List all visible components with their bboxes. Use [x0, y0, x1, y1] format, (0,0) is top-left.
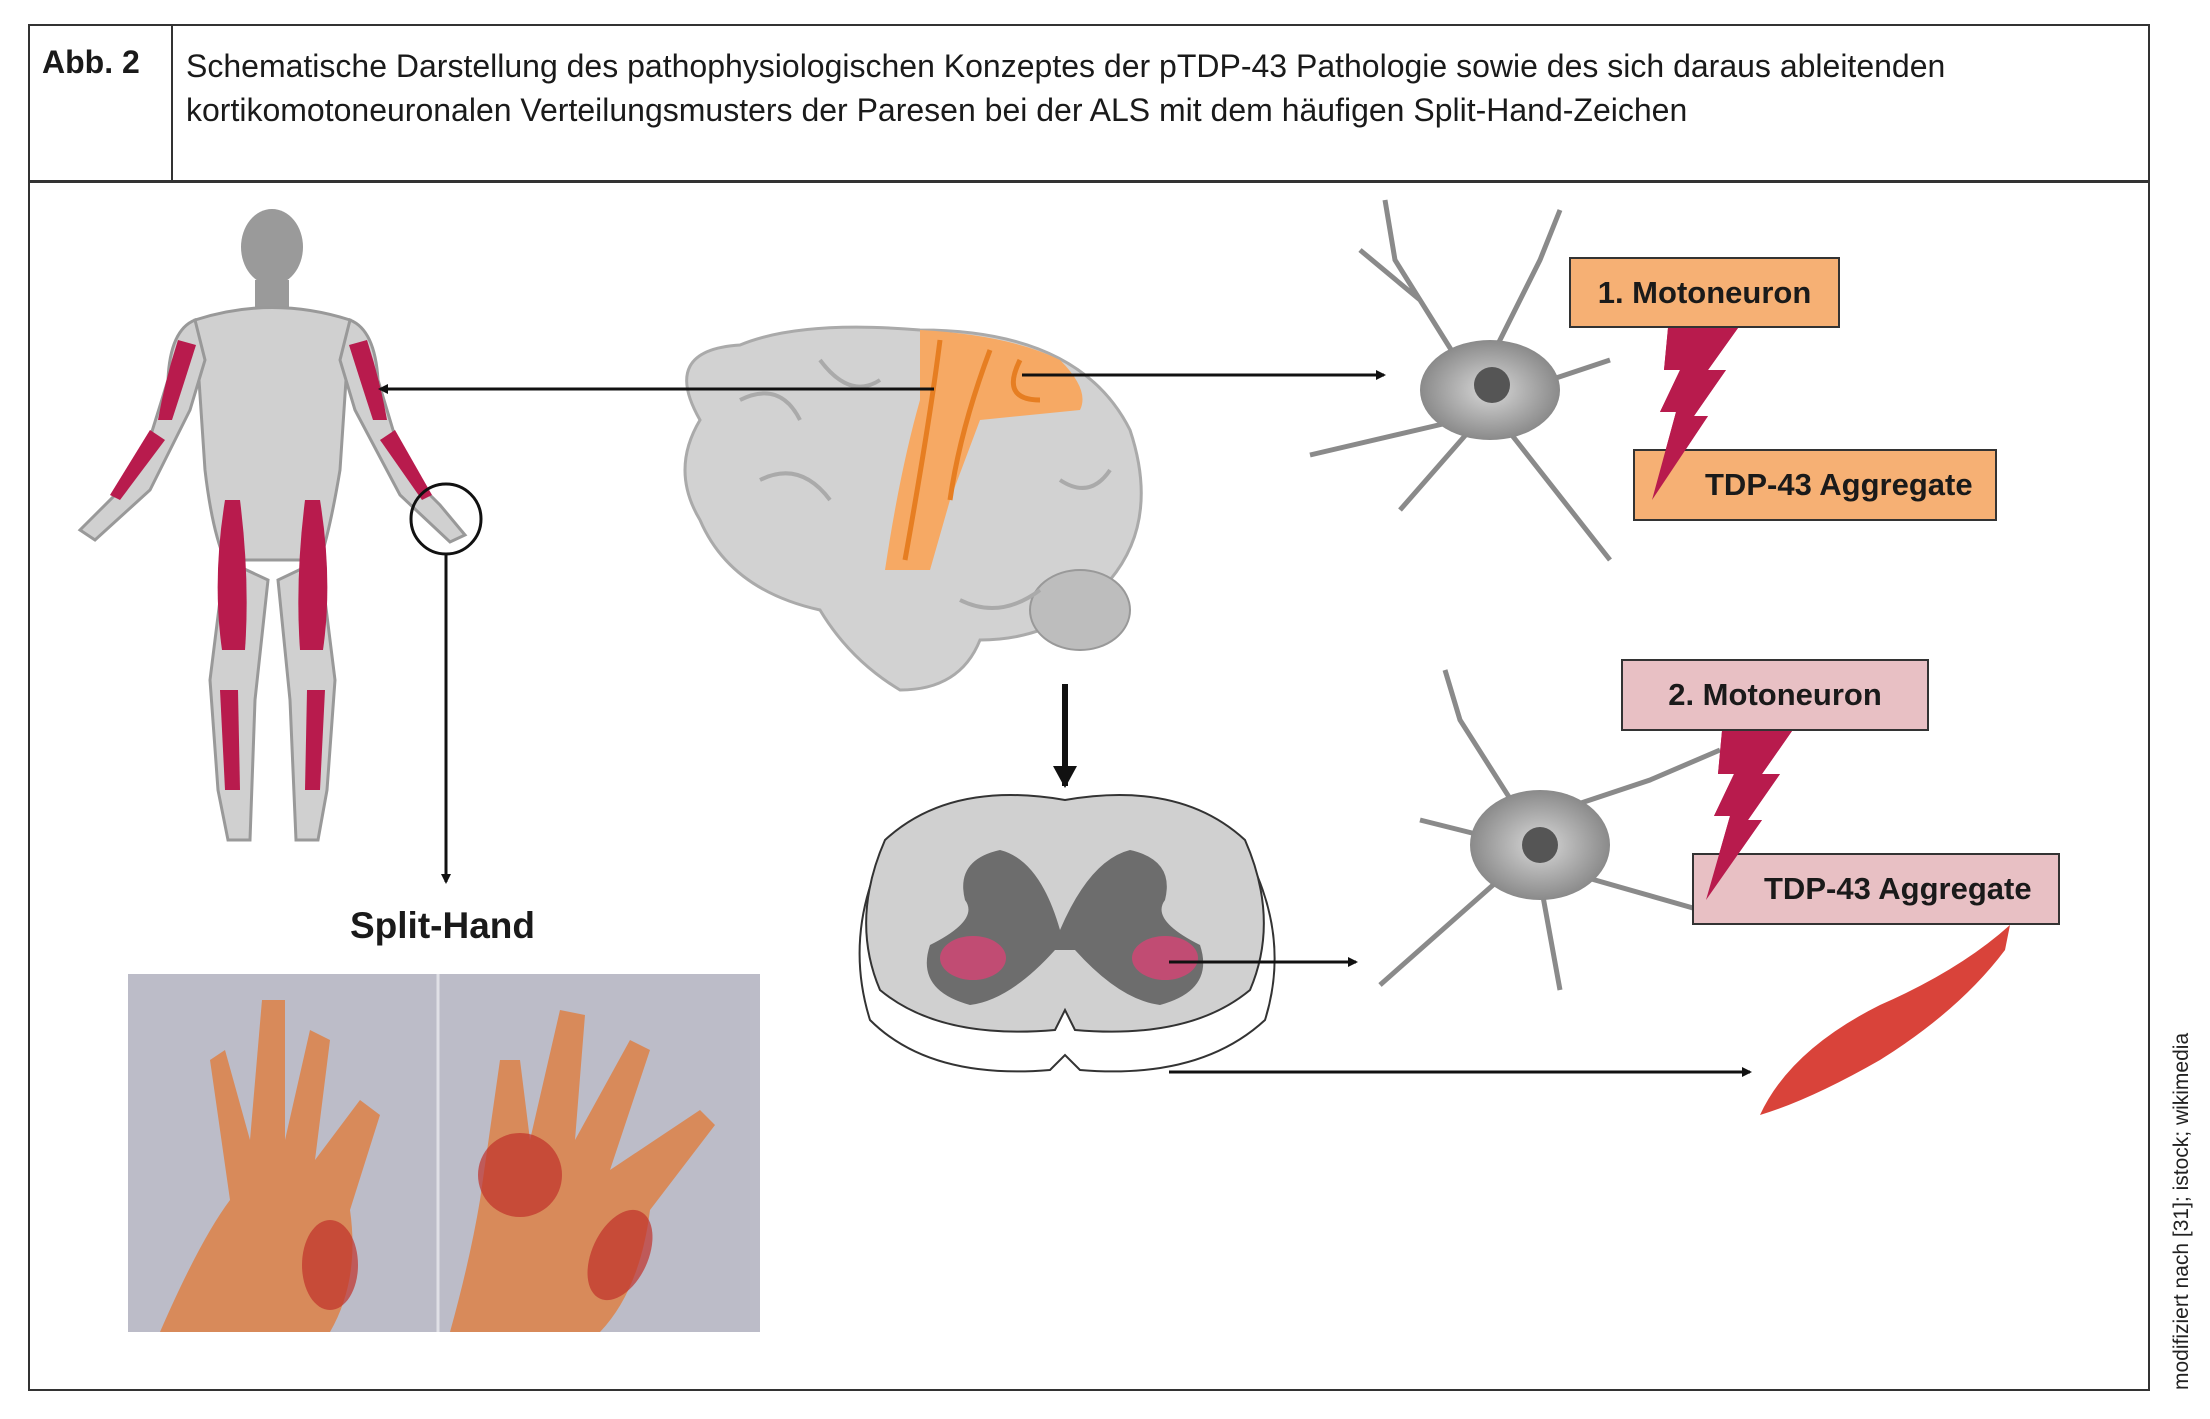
neuron2-aggregate-box: TDP-43 Aggregate	[1692, 853, 2060, 925]
neuron2-label-box: 2. Motoneuron	[1621, 659, 1929, 731]
neuron1-label: 1. Motoneuron	[1597, 274, 1812, 310]
column-divider	[171, 24, 173, 181]
lower-motoneuron-icon	[1378, 669, 1721, 991]
figure-frame	[28, 24, 2150, 1391]
human-body-icon	[77, 209, 468, 842]
neuron1-label-box: 1. Motoneuron	[1569, 257, 1840, 328]
brain-icon	[683, 325, 1143, 692]
neuron2-label: 2. Motoneuron	[1668, 677, 1882, 712]
upper-motoneuron-icon	[1309, 199, 1612, 562]
header-divider	[28, 180, 2150, 183]
image-credit: modifiziert nach [31]; istock; wikimedia	[2170, 1032, 2193, 1390]
spinal-cord-cross-section-icon	[858, 794, 1276, 1073]
figure-label: Abb. 2	[42, 44, 140, 80]
neuron1-aggregate-box: TDP-43 Aggregate	[1633, 449, 1997, 521]
figure-caption: Schematische Darstellung des pathophysio…	[186, 48, 1946, 128]
neuron2-aggregate-label: TDP-43 Aggregate	[1764, 871, 2032, 906]
muscle-icon	[1760, 925, 2010, 1115]
split-hand-photo	[128, 974, 760, 1332]
neuron1-aggregate-label: TDP-43 Aggregate	[1705, 467, 1973, 502]
split-hand-title: Split-Hand	[350, 905, 535, 946]
hand-highlight-circle	[409, 482, 483, 556]
